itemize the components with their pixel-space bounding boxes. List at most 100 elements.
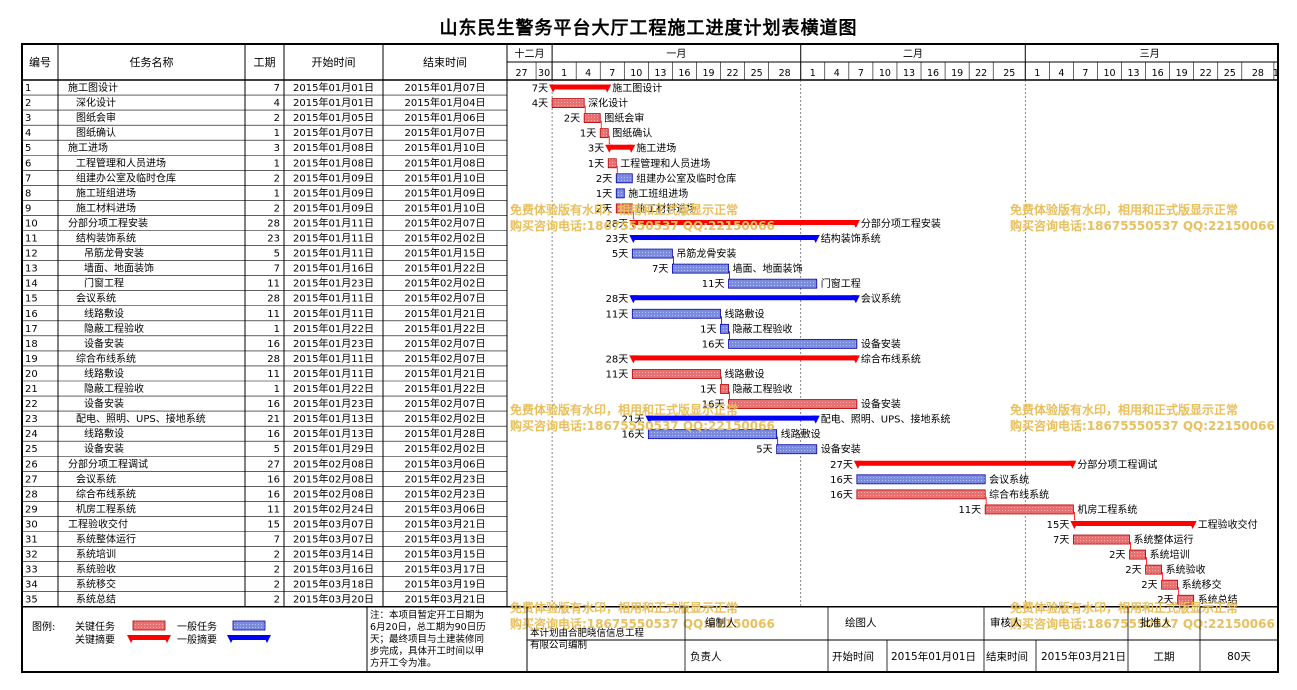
- task-duration: 2: [274, 173, 280, 184]
- task-duration: 16: [267, 339, 280, 350]
- summary-bar-start-cap: [1070, 520, 1079, 529]
- bar-duration-label: 1天: [700, 385, 716, 396]
- bar-duration-label: 16天: [622, 430, 645, 441]
- task-end: 2015年03月21日: [405, 517, 486, 530]
- task-start: 2015年01月11日: [293, 216, 374, 229]
- summary-bar: [632, 355, 857, 361]
- task-name: 会议系统: [76, 472, 116, 485]
- task-bar: [1145, 564, 1163, 575]
- bar-duration-label: 1天: [596, 189, 612, 200]
- task-name: 隐蔽工程验收: [84, 322, 144, 335]
- tick-label: 25: [1003, 68, 1015, 79]
- bar-name-label: 会议系统: [989, 473, 1029, 486]
- task-duration: 4: [274, 98, 280, 109]
- header-id: 编号: [29, 55, 51, 69]
- footer-note-line: 注：本项目暂定开工日期为: [370, 609, 484, 621]
- summary-bar-end-cap: [851, 295, 860, 304]
- bar-duration-label: 16天: [830, 490, 853, 501]
- task-start: 2015年01月08日: [293, 156, 374, 169]
- task-duration: 28: [267, 354, 280, 365]
- footer-responsible: 负责人: [690, 650, 722, 663]
- task-name: 施工图设计: [68, 81, 118, 94]
- footer-compiler: 本计划由合肥晓信信息工程: [530, 627, 645, 639]
- tick-label: 25: [1224, 68, 1236, 79]
- legend-critical-task: 关键任务: [75, 620, 115, 633]
- task-id: 30: [25, 519, 38, 530]
- task-start: 2015年01月16日: [293, 262, 374, 275]
- task-bar: [672, 263, 729, 274]
- legend-normal-task-swatch: [232, 620, 266, 631]
- task-end: 2015年03月15日: [405, 548, 486, 561]
- task-end: 2015年02月23日: [405, 487, 486, 500]
- task-id: 10: [25, 218, 38, 229]
- bar-name-label: 线路敷设: [725, 367, 765, 380]
- bar-duration-label: 28天: [606, 354, 629, 365]
- task-start: 2015年03月18日: [293, 578, 374, 591]
- task-duration: 7: [274, 264, 280, 275]
- task-bar: [615, 173, 633, 184]
- tick-label: 28: [779, 68, 791, 79]
- task-duration: 21: [267, 414, 280, 425]
- bar-name-label: 隐蔽工程验收: [733, 383, 793, 396]
- task-name: 线路敷设: [84, 367, 124, 380]
- task-start: 2015年01月09日: [293, 201, 374, 214]
- tick-label: 1: [1034, 68, 1040, 79]
- task-id: 17: [25, 324, 38, 335]
- bar-name-label: 配电、照明、UPS、接地系统: [821, 413, 951, 426]
- task-name: 系统移交: [76, 578, 116, 591]
- task-start: 2015年02月08日: [293, 457, 374, 470]
- summary-bar-start-cap: [629, 355, 638, 364]
- task-duration: 2: [274, 203, 280, 214]
- bar-duration-label: 28天: [606, 294, 629, 305]
- task-start: 2015年01月11日: [293, 352, 374, 365]
- task-id: 21: [25, 384, 38, 395]
- tick-label: 16: [927, 68, 939, 79]
- task-bar: [984, 504, 1074, 515]
- month-label: 三月: [1140, 48, 1160, 60]
- bar-name-label: 线路敷设: [781, 428, 821, 441]
- task-end: 2015年02月23日: [405, 472, 486, 485]
- tick-label: 10: [879, 68, 891, 79]
- task-end: 2015年01月15日: [405, 247, 486, 260]
- task-id: 27: [25, 474, 38, 485]
- task-duration: 16: [267, 489, 280, 500]
- bar-duration-label: 5天: [756, 445, 772, 456]
- task-bar: [599, 128, 609, 139]
- watermark-text: 免费体验版有水印，相用和正式版显示正常: [1010, 600, 1238, 615]
- task-start: 2015年01月29日: [293, 442, 374, 455]
- task-name: 图纸会审: [76, 111, 116, 124]
- task-start: 2015年01月11日: [293, 247, 374, 260]
- task-start: 2015年01月01日: [293, 81, 374, 94]
- footer-approved-by: 批准人: [1140, 616, 1172, 629]
- task-end: 2015年03月06日: [405, 502, 486, 515]
- task-duration: 5: [274, 444, 280, 455]
- task-duration: 1: [274, 188, 280, 199]
- task-end: 2015年03月19日: [405, 578, 486, 591]
- footer-drawn-by: 绘图人: [845, 616, 877, 629]
- task-end: 2015年01月22日: [405, 262, 486, 275]
- bar-name-label: 线路敷设: [725, 307, 765, 320]
- bar-name-label: 综合布线系统: [861, 352, 921, 365]
- bar-name-label: 深化设计: [588, 97, 628, 110]
- task-duration: 11: [267, 504, 280, 515]
- bar-duration-label: 5天: [612, 249, 628, 260]
- tick-label: 1: [810, 68, 816, 79]
- bar-duration-label: 15天: [1047, 520, 1070, 531]
- tick-label: 25: [751, 68, 763, 79]
- task-bar: [607, 158, 617, 169]
- watermark-text: 免费体验版有水印，相用和正式版显示正常: [1010, 202, 1238, 217]
- task-duration: 16: [267, 399, 280, 410]
- task-duration: 5: [274, 249, 280, 260]
- summary-bar-start-cap: [605, 144, 614, 153]
- task-name: 线路敷设: [84, 427, 124, 440]
- task-end: 2015年03月21日: [405, 593, 486, 606]
- task-id: 22: [25, 399, 38, 410]
- task-end: 2015年01月06日: [405, 111, 486, 124]
- bar-name-label: 工程验收交付: [1198, 518, 1258, 531]
- task-name: 施工班组进场: [76, 186, 136, 199]
- summary-bar: [648, 415, 817, 421]
- bar-name-label: 机房工程系统: [1077, 503, 1137, 516]
- header-name: 任务名称: [130, 55, 174, 69]
- task-id: 11: [25, 234, 38, 245]
